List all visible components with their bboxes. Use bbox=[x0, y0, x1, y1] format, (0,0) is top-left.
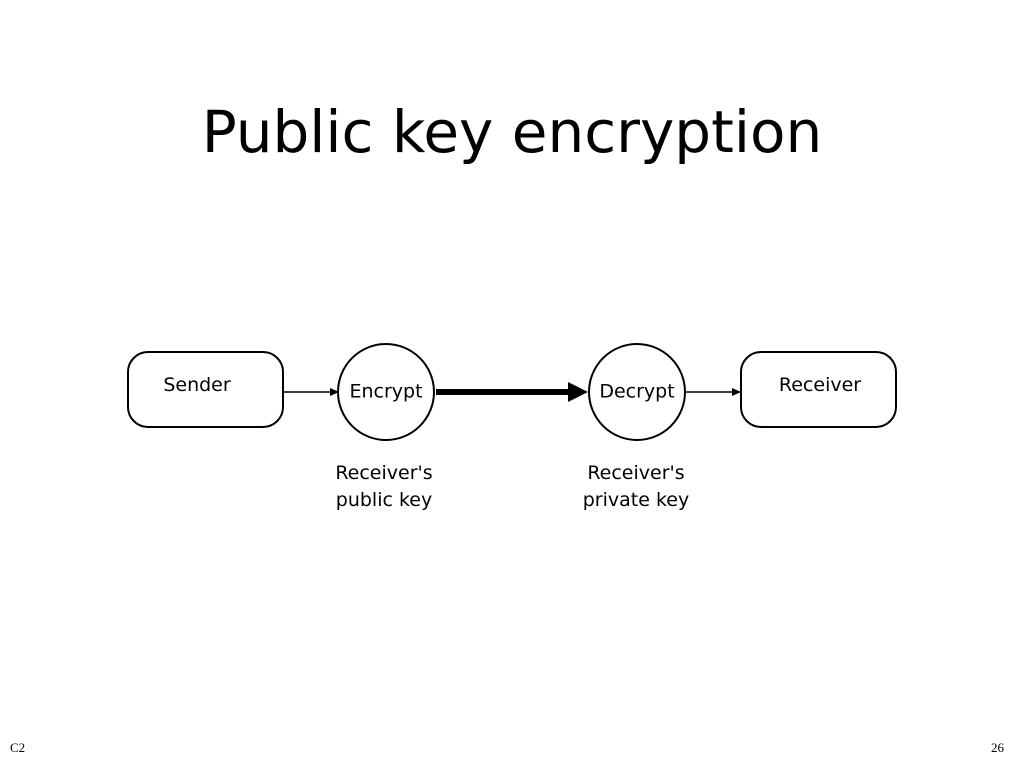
private-key-label: Receiver's private key bbox=[583, 462, 689, 511]
private-key-line-2: private key bbox=[583, 489, 689, 511]
sender-node: Sender bbox=[127, 351, 284, 428]
public-key-label: Receiver's public key bbox=[335, 462, 432, 511]
receiver-box bbox=[740, 351, 897, 428]
ciphertext-arrow-head bbox=[568, 382, 588, 402]
ciphertext-arrow bbox=[436, 382, 588, 402]
encrypt-node: Encrypt bbox=[337, 343, 435, 441]
public-key-line-1: Receiver's bbox=[335, 462, 432, 484]
decrypt-label: Decrypt bbox=[599, 381, 674, 403]
public-key-line-2: public key bbox=[336, 489, 432, 511]
sender-box bbox=[127, 351, 284, 428]
decrypt-node: Decrypt bbox=[588, 343, 686, 441]
sender-label: Sender bbox=[163, 374, 231, 396]
footer-label: C2 bbox=[10, 740, 26, 755]
private-key-line-1: Receiver's bbox=[587, 462, 684, 484]
page-number: 26 bbox=[991, 740, 1004, 755]
receiver-node: Receiver bbox=[740, 351, 897, 428]
slide-title: Public key encryption bbox=[201, 98, 823, 166]
encrypt-circle bbox=[337, 343, 435, 441]
receiver-label: Receiver bbox=[779, 374, 861, 396]
encrypt-label: Encrypt bbox=[349, 381, 422, 403]
decrypt-circle bbox=[588, 343, 686, 441]
